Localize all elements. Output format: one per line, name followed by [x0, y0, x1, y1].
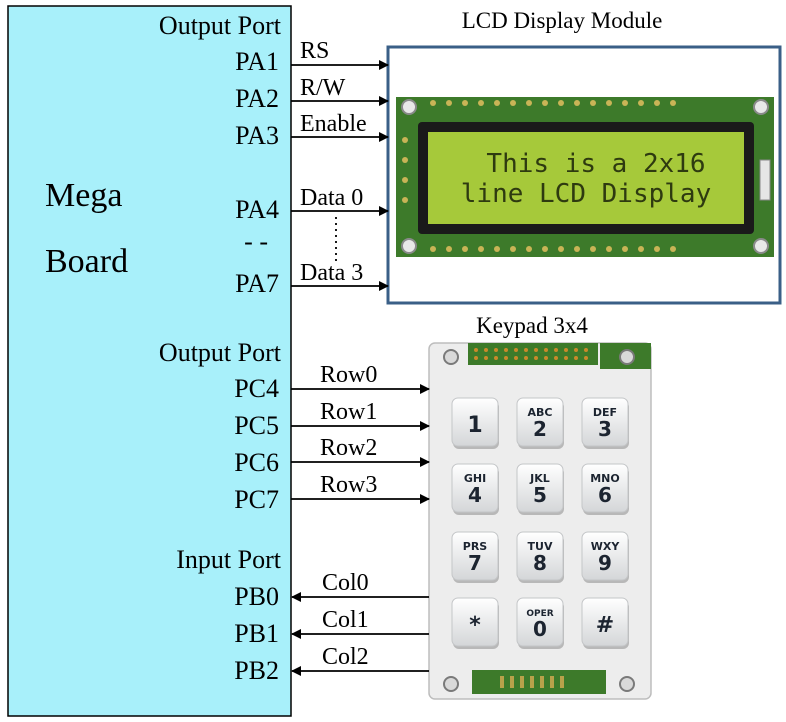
board-name-line2: Board — [45, 243, 128, 280]
key-label: * — [469, 613, 481, 638]
key-letters: JKL — [529, 472, 550, 485]
key-letters: TUV — [528, 540, 553, 553]
lcd-screen — [428, 132, 744, 224]
key-label: 2 — [533, 417, 547, 441]
signal-col1: Col1 — [322, 607, 369, 633]
key-label: # — [596, 613, 614, 638]
pin-pb2: PB2 — [234, 656, 279, 685]
board-name-line1: Mega — [45, 177, 122, 214]
lcd-line2: line LCD Display — [461, 179, 711, 209]
key-letters: DEF — [593, 406, 617, 419]
pin-pc5: PC5 — [234, 411, 279, 440]
signal-row3: Row3 — [320, 472, 377, 498]
key-hash[interactable]: # — [581, 597, 629, 649]
key-letters: GHI — [464, 472, 486, 485]
key-label: 1 — [467, 413, 482, 438]
pin-pa3: PA3 — [235, 121, 279, 150]
pin-pc6: PC6 — [234, 448, 279, 477]
key-1[interactable]: 1 — [451, 397, 499, 449]
pin-pa7: PA7 — [235, 269, 279, 298]
port-b-title: Input Port — [176, 545, 282, 574]
pin-pa2: PA2 — [235, 84, 279, 113]
signal-enable: Enable — [300, 111, 367, 137]
pin-pc4: PC4 — [234, 374, 279, 403]
signal-row2: Row2 — [320, 435, 377, 461]
pin-ellipsis: - - — [244, 227, 268, 256]
key-label: 5 — [533, 483, 547, 507]
key-letters: PRS — [463, 540, 488, 553]
port-c-title: Output Port — [159, 338, 282, 367]
key-label: 4 — [468, 483, 482, 507]
signal-row0: Row0 — [320, 362, 377, 388]
pin-pa1: PA1 — [235, 47, 279, 76]
key-label: 9 — [598, 551, 612, 575]
signal-data0: Data 0 — [300, 185, 363, 211]
pin-pa4: PA4 — [235, 195, 279, 224]
key-label: 0 — [533, 617, 547, 641]
key-star[interactable]: * — [451, 597, 499, 649]
key-label: 6 — [598, 483, 612, 507]
signal-rs: RS — [300, 38, 329, 64]
key-letters: ABC — [528, 406, 553, 419]
lcd-title: LCD Display Module — [462, 8, 663, 33]
key-letters: WXY — [591, 540, 621, 553]
key-letters: MNO — [590, 472, 620, 485]
pin-pb1: PB1 — [234, 619, 279, 648]
signal-col0: Col0 — [322, 570, 369, 596]
key-label: 7 — [468, 551, 482, 575]
lcd-module-image — [396, 97, 774, 257]
key-label: 3 — [598, 417, 612, 441]
port-a-title: Output Port — [159, 11, 282, 40]
signal-data3: Data 3 — [300, 260, 363, 286]
signal-col2: Col2 — [322, 644, 369, 670]
signal-row1: Row1 — [320, 399, 377, 425]
pin-pc7: PC7 — [234, 485, 279, 514]
key-label: 8 — [533, 551, 547, 575]
mega-board — [7, 5, 292, 717]
key-letters: OPER — [526, 609, 553, 619]
keypad-title: Keypad 3x4 — [476, 313, 588, 338]
lcd-line1: This is a 2x16 — [486, 149, 705, 179]
pin-pb0: PB0 — [234, 582, 279, 611]
signal-rw: R/W — [300, 75, 346, 101]
